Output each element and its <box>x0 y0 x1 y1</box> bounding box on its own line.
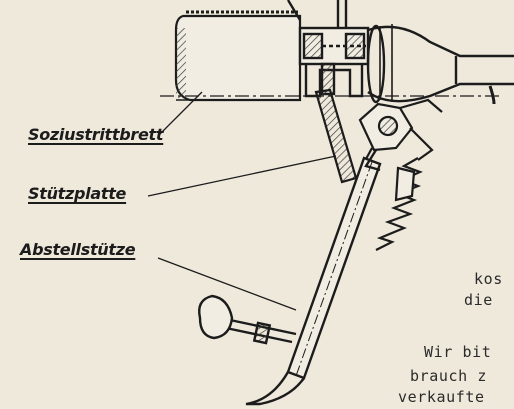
typed-line-2: die <box>464 291 493 309</box>
label-stuetzplatte-text: Stützplatte <box>28 184 127 203</box>
leader-lines <box>147 91 337 311</box>
label-abstellstuetze: Abstellstütze <box>20 240 136 259</box>
label-stuetzplatte: Stützplatte <box>28 184 126 203</box>
pipe-drawing <box>366 24 514 105</box>
support-plate-drawing <box>314 88 358 184</box>
typed-line-5: verkaufte <box>398 388 485 406</box>
pivot-assembly-drawing <box>358 98 443 171</box>
mounting-bracket-drawing <box>286 0 370 98</box>
label-abstellstuetze-text: Abstellstütze <box>20 240 136 259</box>
stand-leg-drawing <box>198 149 382 406</box>
typed-line-1: kos <box>474 270 503 288</box>
footboard-drawing <box>174 10 302 102</box>
spring-drawing <box>375 157 423 251</box>
label-soziustrittbrett-text: Soziustrittbrett <box>28 125 164 144</box>
label-soziustrittbrett: Soziustrittbrett <box>28 125 164 144</box>
typed-line-3: Wir bit <box>424 343 492 361</box>
typed-line-4: brauch z <box>410 367 488 385</box>
